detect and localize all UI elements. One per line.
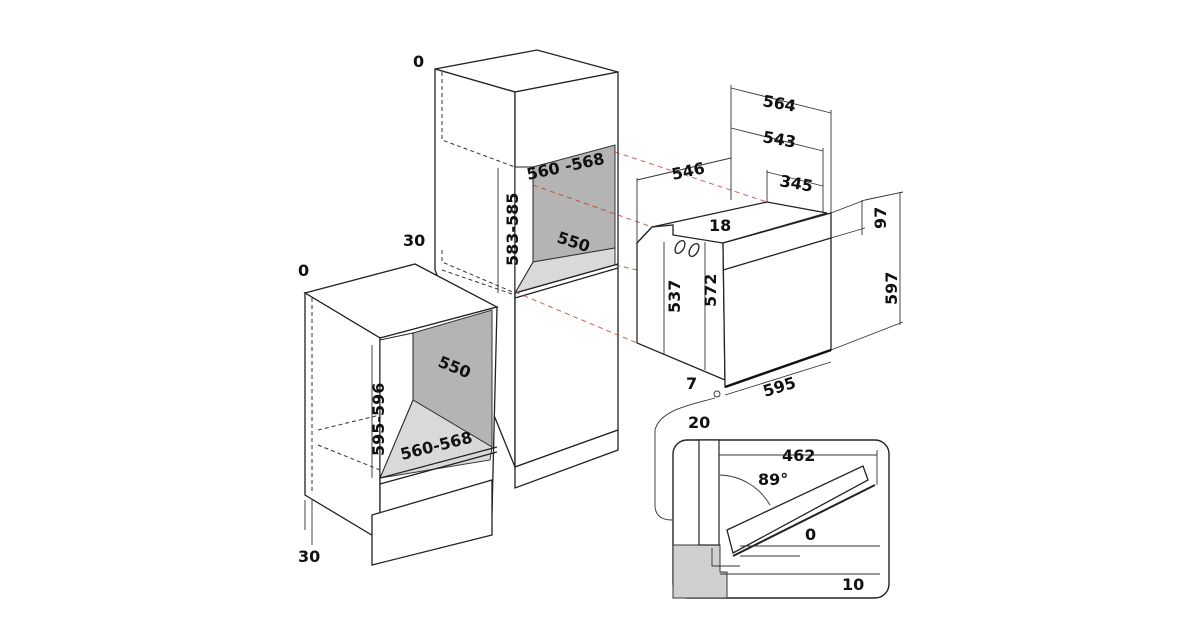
oven-top-offset-label: 18 [709,216,731,235]
base-cabinet [303,263,499,566]
hidden-edge [317,414,381,431]
hidden-edge [441,72,516,168]
door-angle-label: 89° [758,470,788,489]
tall-cabinet-niche-side [514,166,534,295]
hidden-edge [441,250,516,294]
niche-shelf-edge-2 [514,267,619,299]
dimension-lines [304,85,904,545]
base-bottom-gap-label: 30 [298,547,320,566]
door-clearance-top-label: 0 [805,525,816,544]
tall-side-gap-label: 30 [403,231,425,250]
base-cabinet-plinth [371,479,493,566]
oven-vent-hole [688,242,700,258]
base-opening-height-label: 595-596 [369,383,388,456]
hidden-edge [441,269,516,296]
oven-body-height-rear-label: 537 [665,280,684,313]
oven-depth-overall-label: 564 [761,91,797,116]
base-top-gap-label: 0 [298,261,309,280]
tall-top-gap-label: 0 [413,52,424,71]
oven-vent-hole [674,239,686,255]
base-shelf-edge-2 [379,451,498,485]
oven-front-protrusion-label: 20 [688,413,710,432]
tall-opening-height-label: 583-585 [503,193,522,266]
oven-side [636,224,726,381]
oven-bottom-offset-label: 7 [686,374,697,393]
projection-lines [514,151,768,344]
oven-top-depth-label: 345 [778,171,814,196]
base-niche-side [379,332,414,479]
door-reach-label: 462 [782,446,815,465]
door-clearance-bottom-label: 10 [842,575,864,594]
oven-control-panel-line [722,237,832,271]
oven-front-height-label: 597 [882,272,901,305]
door-detail-inset [672,439,890,599]
oven-front [722,212,832,388]
oven-panel-height-label: 97 [871,207,890,229]
tall-cabinet [434,49,619,489]
oven-body-height-front-label: 572 [701,274,720,307]
oven [635,201,832,389]
tall-cabinet-plinth [514,429,619,489]
oven-depth-body-label: 543 [761,127,797,152]
niche-shelf-edge [514,263,619,294]
base-shelf-edge [379,446,498,479]
oven-bottom-edge [724,348,832,389]
oven-front-width-label: 595 [761,373,799,401]
